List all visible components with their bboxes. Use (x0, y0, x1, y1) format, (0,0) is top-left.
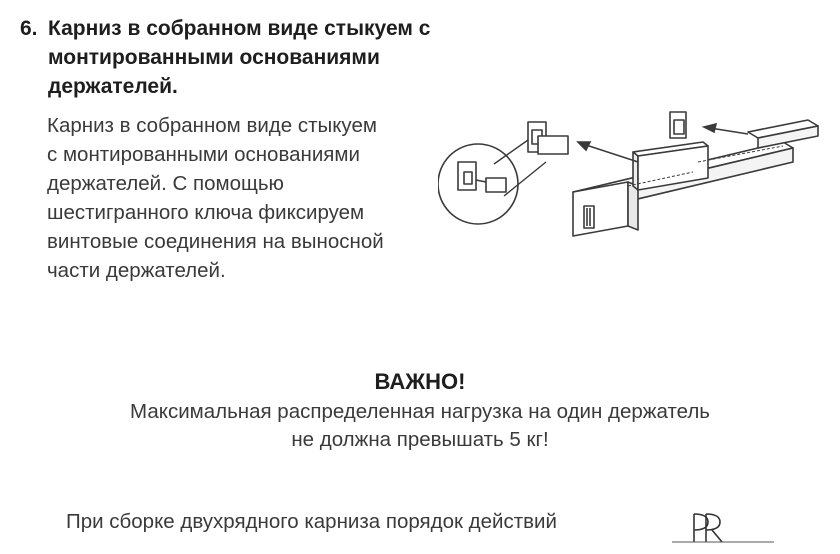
arrow-left (582, 143, 639, 163)
step-body-line: Карниз в собранном виде стыкуем (47, 114, 377, 137)
footer-text: При сборке двухрядного карниза порядок д… (66, 510, 557, 533)
step-body-line: с монтированными основаниями (47, 143, 360, 166)
step-body-line: части держателей. (47, 259, 226, 282)
step-body-line: держателей. С помощью (47, 172, 284, 195)
important-notice: ВАЖНО! Максимальная распределенная нагру… (0, 366, 840, 454)
step-heading: 6. Карниз в собранном виде стыкуем с монт… (20, 14, 460, 101)
step-heading-text: Карниз в собранном виде стыкуем с монтир… (48, 17, 431, 98)
arrow-right (709, 127, 749, 135)
step-number: 6. (20, 17, 38, 40)
important-title: ВАЖНО! (374, 369, 466, 394)
important-line-1: Максимальная распределенная нагрузка на … (130, 400, 710, 423)
cornice-end-block (572, 181, 629, 237)
assembly-illustration (438, 111, 819, 237)
step-body-line: винтовые соединения на выносной (47, 230, 384, 253)
detail-bracket-arm (485, 177, 507, 193)
step-description: Карниз в собранном виде стыкуем с монтир… (47, 111, 457, 285)
step-body-line: шестигранного ключа фиксируем (47, 201, 365, 224)
brand-logo (672, 513, 774, 543)
important-line-2: не должна превышать 5 кг! (291, 428, 549, 451)
